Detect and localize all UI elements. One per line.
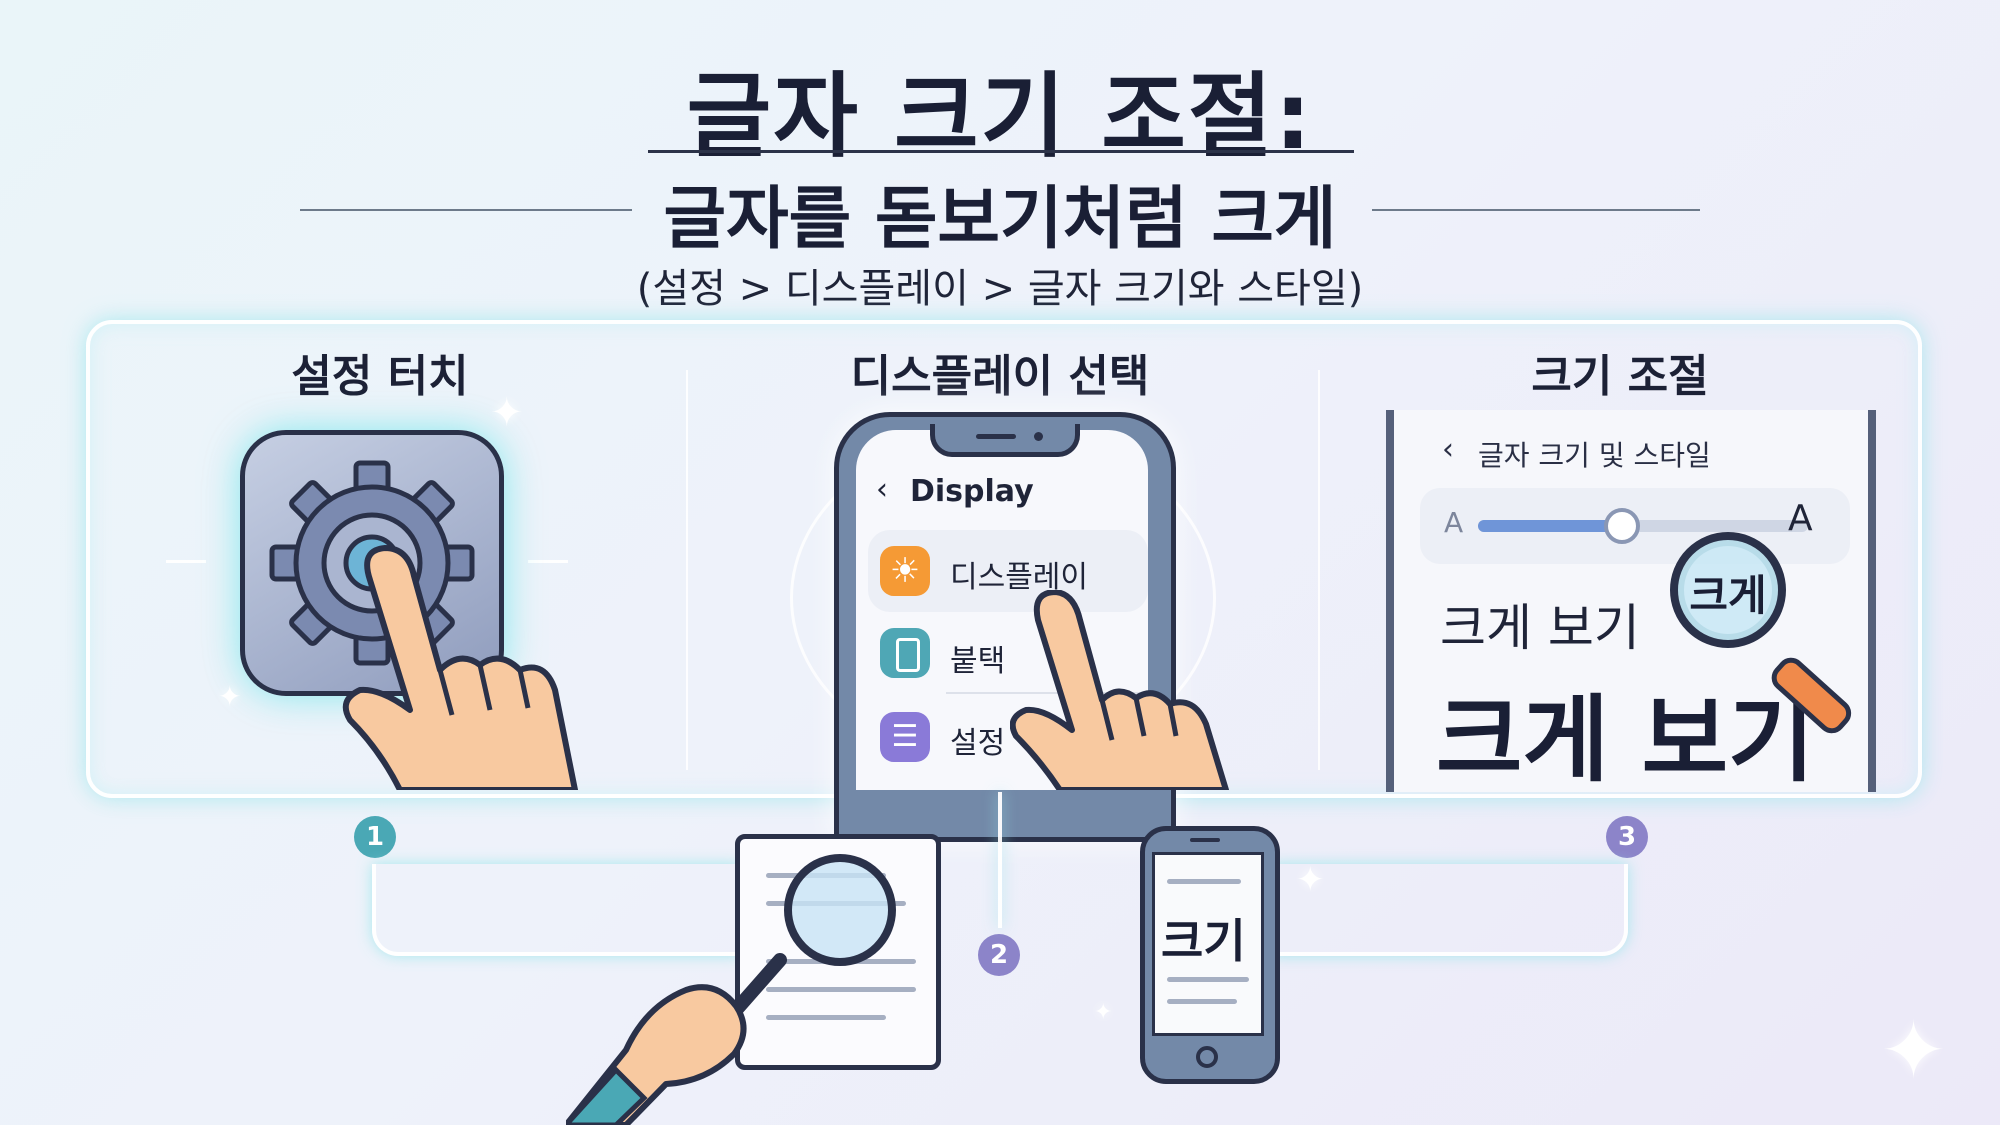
document-line — [766, 987, 916, 992]
back-chevron-icon[interactable]: ‹ — [1442, 432, 1454, 467]
slider-thumb[interactable] — [1604, 508, 1640, 544]
page-subtitle: 글자를 돋보기처럼 크게 — [663, 180, 1337, 259]
small-phone-text: 크기 — [1161, 914, 1246, 968]
magnifier-icon — [784, 854, 896, 966]
phone-notch — [930, 424, 1080, 457]
menu-item-settings-label: 설정 — [950, 726, 1006, 761]
display-screen-title: Display — [910, 474, 1034, 509]
screen-line — [1167, 879, 1241, 884]
subtitle-right-rule — [1372, 209, 1700, 211]
text-size-header: 글자 크기 및 스타일 — [1478, 439, 1711, 472]
pointing-hand-icon — [1010, 590, 1229, 790]
step3-badge: 3 — [1606, 816, 1648, 858]
settings-app-button[interactable] — [240, 430, 504, 696]
sparkle-icon: ✦ — [490, 390, 524, 436]
step1-label: 설정 터치 — [291, 351, 469, 402]
menu-item-phone-label: 붙택 — [950, 644, 1006, 679]
panel-divider-1 — [686, 370, 688, 770]
page-title: 글자 크기 조절: — [686, 63, 1314, 170]
magnifier-text: 크게 — [1689, 571, 1767, 620]
document-line — [766, 1015, 886, 1020]
sparkle-icon: ✦ — [1094, 1000, 1113, 1025]
subtitle-left-rule — [300, 209, 632, 211]
connector-step2 — [998, 792, 1002, 928]
glow-ray-right — [528, 560, 568, 563]
connector-step3 — [1272, 864, 1628, 956]
small-a-label: A — [1444, 506, 1464, 539]
step1-badge: 1 — [354, 816, 396, 858]
sparkle-icon: ✦ — [1880, 1004, 1948, 1097]
preview-medium-text: 크게 보기 — [1440, 599, 1640, 657]
sliders-icon[interactable]: ☰ — [880, 712, 930, 762]
sparkle-icon: ✦ — [1296, 860, 1325, 900]
menu-item-display-label: 디스플레이 — [950, 560, 1088, 595]
hand-holding-magnifier-icon — [566, 953, 787, 1125]
glow-ray-left — [166, 560, 206, 563]
sun-icon: ☀ — [880, 546, 930, 596]
screen-line — [1167, 977, 1249, 982]
menu-separator — [946, 692, 1146, 694]
home-button[interactable] — [1196, 1046, 1218, 1068]
menu-item-phone[interactable] — [880, 628, 930, 678]
screen-line — [1167, 999, 1237, 1004]
step2-label: 디스플레이 선택 — [850, 351, 1150, 402]
preview-large-text: 크게 보기 — [1436, 686, 1815, 795]
speaker-icon — [976, 434, 1016, 439]
title-underline — [648, 150, 1354, 153]
small-phone-screen: 크기 — [1152, 852, 1264, 1036]
panel-divider-2 — [1318, 370, 1320, 770]
settings-path: (설정 > 디스플레이 > 글자 크기와 스타일) — [636, 266, 1364, 312]
text-size-screen: ‹ 글자 크기 및 스타일 A A 크게 보기 크게 보기 — [1386, 410, 1876, 795]
text-size-slider-fill — [1478, 520, 1618, 532]
step2-badge: 2 — [978, 934, 1020, 976]
phone-icon — [896, 638, 920, 672]
back-chevron-icon[interactable]: ‹ — [876, 472, 888, 507]
pointing-hand-icon — [342, 545, 578, 790]
connector-step1 — [372, 864, 740, 956]
camera-icon — [1034, 432, 1043, 441]
large-a-label: A — [1788, 498, 1813, 539]
step3-label: 크기 조절 — [1531, 351, 1709, 402]
sparkle-icon: ✦ — [218, 680, 242, 713]
speaker-icon — [1190, 838, 1220, 842]
magnifier-lens — [1670, 532, 1786, 648]
